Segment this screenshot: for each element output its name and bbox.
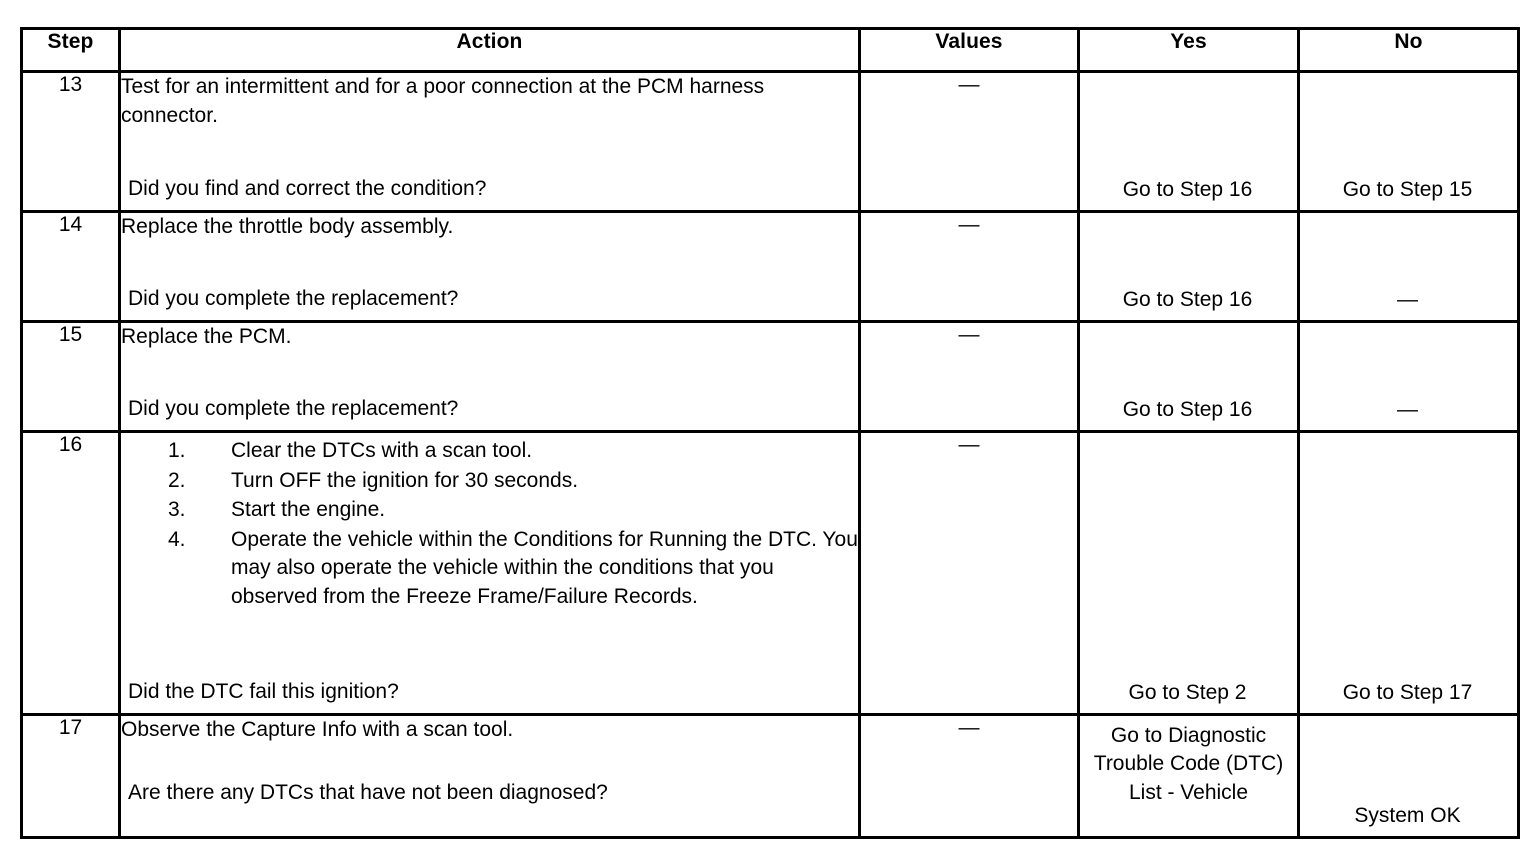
list-item-text: Start the engine.	[231, 498, 386, 522]
action-question: Did you complete the replacement?	[128, 287, 459, 311]
column-header-action: Action	[118, 27, 861, 73]
step-number: 14	[20, 210, 121, 323]
yes-text: Go to Step 16	[1122, 397, 1253, 421]
action-cell: Observe the Capture Info with a scan too…	[118, 713, 861, 839]
table-row: 15 Replace the PCM. Did you complete the…	[20, 320, 1520, 433]
yes-cell: Go to Step 16	[1077, 320, 1300, 433]
column-header-step: Step	[20, 27, 121, 73]
yes-cell: Go to Step 16	[1077, 70, 1300, 213]
action-cell: Test for an intermittent and for a poor …	[118, 70, 861, 213]
list-item-text: Operate the vehicle within the Condition…	[231, 527, 858, 608]
no-text: —	[1397, 287, 1418, 311]
no-cell: Go to Step 15	[1297, 70, 1520, 213]
no-text: Go to Step 17	[1342, 680, 1473, 704]
yes-cell: Go to Step 2	[1077, 430, 1300, 716]
yes-cell: Go to Diagnostic Trouble Code (DTC) List…	[1077, 713, 1300, 839]
action-text: Replace the PCM.	[121, 325, 292, 348]
action-question: Did the DTC fail this ignition?	[128, 680, 399, 704]
table-row: 16 1. Clear the DTCs with a scan tool. 2…	[20, 430, 1520, 716]
action-text: Observe the Capture Info with a scan too…	[121, 718, 514, 741]
action-text: Test for an intermittent and for a poor …	[121, 75, 765, 127]
column-header-values: Values	[858, 27, 1080, 73]
action-question: Are there any DTCs that have not been di…	[128, 781, 608, 805]
yes-text: Go to Step 16	[1122, 177, 1253, 201]
step-number: 17	[20, 713, 121, 839]
list-item-number: 3.	[168, 498, 186, 522]
table-row: 13 Test for an intermittent and for a po…	[20, 70, 1520, 213]
no-text: Go to Step 15	[1342, 177, 1473, 201]
list-item: 2. Turn OFF the ignition for 30 seconds.	[121, 467, 858, 496]
values-cell: —	[858, 320, 1080, 433]
step-number: 13	[20, 70, 121, 213]
action-cell: Replace the PCM. Did you complete the re…	[118, 320, 861, 433]
action-question: Did you complete the replacement?	[128, 397, 459, 421]
list-item-text: Clear the DTCs with a scan tool.	[231, 439, 533, 462]
list-item-text: Turn OFF the ignition for 30 seconds.	[231, 468, 579, 492]
action-cell: 1. Clear the DTCs with a scan tool. 2. T…	[118, 430, 861, 716]
values-cell: —	[858, 210, 1080, 323]
diagnostic-procedure-table: Step Action Values Yes No 13 Test for an…	[20, 27, 1520, 839]
action-text: Replace the throttle body assembly.	[121, 215, 454, 238]
action-cell: Replace the throttle body assembly. Did …	[118, 210, 861, 323]
procedure-list: 1. Clear the DTCs with a scan tool. 2. T…	[121, 437, 858, 611]
no-cell: —	[1297, 210, 1520, 323]
list-item-number: 4.	[168, 527, 186, 551]
yes-text: Go to Diagnostic Trouble Code (DTC) List…	[1093, 724, 1284, 804]
action-question: Did you find and correct the condition?	[128, 177, 487, 201]
column-header-no: No	[1297, 27, 1520, 73]
no-text: —	[1397, 397, 1418, 421]
yes-text: Go to Step 16	[1122, 287, 1253, 311]
values-cell: —	[858, 70, 1080, 213]
list-item-number: 2.	[168, 468, 186, 492]
column-header-yes: Yes	[1077, 27, 1300, 73]
list-item: 4. Operate the vehicle within the Condit…	[121, 526, 858, 612]
no-cell: —	[1297, 320, 1520, 433]
no-cell: Go to Step 17	[1297, 430, 1520, 716]
list-item: 1. Clear the DTCs with a scan tool.	[121, 437, 858, 466]
yes-text: Go to Step 2	[1128, 680, 1247, 704]
no-cell: System OK	[1297, 713, 1520, 839]
yes-cell: Go to Step 16	[1077, 210, 1300, 323]
table-header-row: Step Action Values Yes No	[20, 27, 1520, 73]
step-number: 16	[20, 430, 121, 716]
table-row: 14 Replace the throttle body assembly. D…	[20, 210, 1520, 323]
no-text: System OK	[1354, 803, 1461, 827]
table-row: 17 Observe the Capture Info with a scan …	[20, 713, 1520, 839]
values-cell: —	[858, 713, 1080, 839]
values-cell: —	[858, 430, 1080, 716]
list-item: 3. Start the engine.	[121, 496, 858, 525]
step-number: 15	[20, 320, 121, 433]
list-item-number: 1.	[168, 439, 186, 462]
